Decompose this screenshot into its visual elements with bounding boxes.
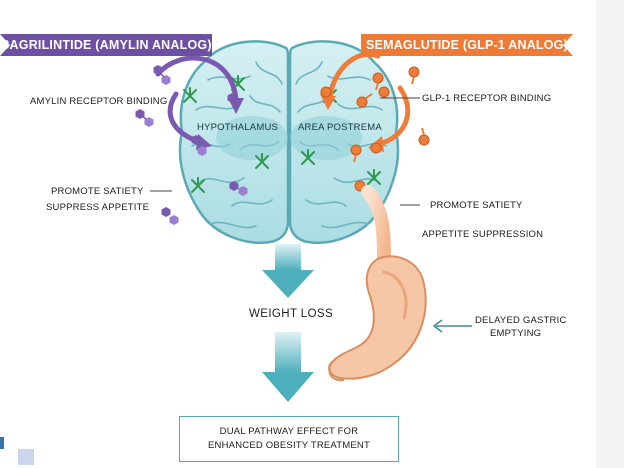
semaglutide-banner: SEMAGLUTIDE (GLP-1 ANALOG) [361,34,573,56]
stomach-illustration [328,185,427,382]
glp1-molecule-icon [378,86,390,98]
amylin-molecule-icon [135,109,154,127]
weight-loss-label: WEIGHT LOSS [249,308,334,320]
glp1-molecule-icon [320,86,332,98]
result-box-line2: ENHANCED OBESITY TREATMENT [208,440,370,451]
semaglutide-banner-label: SEMAGLUTIDE (GLP-1 ANALOG) [366,38,568,52]
glp1-molecule-icon [408,66,420,85]
cagrilintide-banner: CAGRILINTIDE (AMYLIN ANALOG) [0,34,212,56]
glp1-molecule-icons [320,66,430,192]
dual-pathway-result-box: DUAL PATHWAY EFFECT FOR ENHANCED OBESITY… [179,416,399,462]
amylin-molecule-icon [227,93,237,103]
right-side-strip [596,0,624,468]
glp1-molecule-icon [350,144,362,163]
hypothalamus-label: HYPOTHALAMUS [197,122,279,133]
glp1-receptor-binding-label: GLP-1 RECEPTOR BINDING [422,93,552,104]
delayed-gastric-label-line1: DELAYED GASTRIC [475,315,567,326]
amylin-molecule-icon [191,135,207,156]
amylin-molecule-icon [161,207,179,225]
area-postrema-label: AREA POSTREMA [298,122,382,133]
result-box-line1: DUAL PATHWAY EFFECT FOR [219,426,359,437]
brain-illustration [178,40,400,244]
corner-thumbnail [18,449,34,465]
receptor-icon [191,177,205,193]
amylin-molecule-icons [135,65,248,225]
glp1-molecule-icon [418,127,430,146]
glp1-molecule-icon [356,93,373,108]
cagrilintide-banner-label: CAGRILINTIDE (AMYLIN ANALOG) [0,38,212,52]
corner-logo-fragment [0,437,4,449]
amylin-molecule-icon [153,65,171,85]
receptor-icon [255,153,269,169]
glp1-molecule-icon [370,142,382,154]
receptor-icon [183,87,197,103]
glp1-molecule-icon [372,72,384,91]
down-arrow-2 [262,332,314,402]
leader-lines [150,97,420,206]
receptor-icon [367,169,381,185]
gastric-pointer-arrow [432,319,472,333]
promote-satiety-left-label: PROMOTE SATIETY [51,186,144,197]
appetite-suppression-label: APPETITE SUPPRESSION [422,229,544,240]
amylin-molecule-icon [229,181,248,196]
delayed-gastric-label-line2: EMPTYING [490,328,542,339]
promote-satiety-right-label: PROMOTE SATIETY [430,200,523,211]
amylin-receptor-binding-label: AMYLIN RECEPTOR BINDING [30,96,168,107]
receptor-icon [301,149,315,165]
hypothalamus-zone [216,116,288,160]
down-arrow-1 [262,244,314,298]
suppress-appetite-label: SUPPRESS APPETITE [46,202,150,213]
